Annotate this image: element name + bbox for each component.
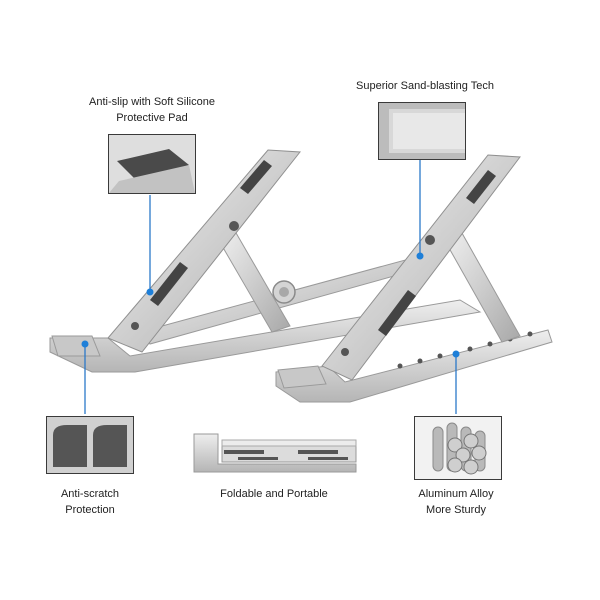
anti-scratch-line2: Protection <box>65 504 115 516</box>
callout-leaders <box>81 160 460 414</box>
right-top-arm <box>321 154 521 381</box>
left-top-arm <box>107 149 301 353</box>
foldable-label: Foldable and Portable <box>194 486 354 502</box>
silicone-pad-closeup <box>108 134 196 194</box>
anti-scratch-line1: Anti-scratch <box>60 488 120 500</box>
anti-slip-line2: Protective Pad <box>116 112 188 124</box>
anti-scratch-label: Anti-scratch Protection <box>40 486 140 518</box>
aluminum-label: Aluminum Alloy More Sturdy <box>400 486 512 518</box>
right-base <box>275 329 553 403</box>
anti-slip-line1: Anti-slip with Soft Silicone <box>89 96 215 108</box>
sand-blasting-line1: Superior Sand-blasting Tech <box>356 80 494 92</box>
sand-blasting-label: Superior Sand-blasting Tech <box>340 78 510 94</box>
aluminum-line1: Aluminum Alloy <box>418 488 494 500</box>
anti-slip-label: Anti-slip with Soft Silicone Protective … <box>72 94 232 126</box>
anti-scratch-closeup <box>46 416 134 474</box>
folded-stand-image <box>188 424 358 474</box>
aluminum-rods-closeup <box>414 416 502 480</box>
foldable-line1: Foldable and Portable <box>220 488 328 500</box>
sand-blasting-closeup <box>378 102 466 160</box>
aluminum-line2: More Sturdy <box>426 504 486 516</box>
